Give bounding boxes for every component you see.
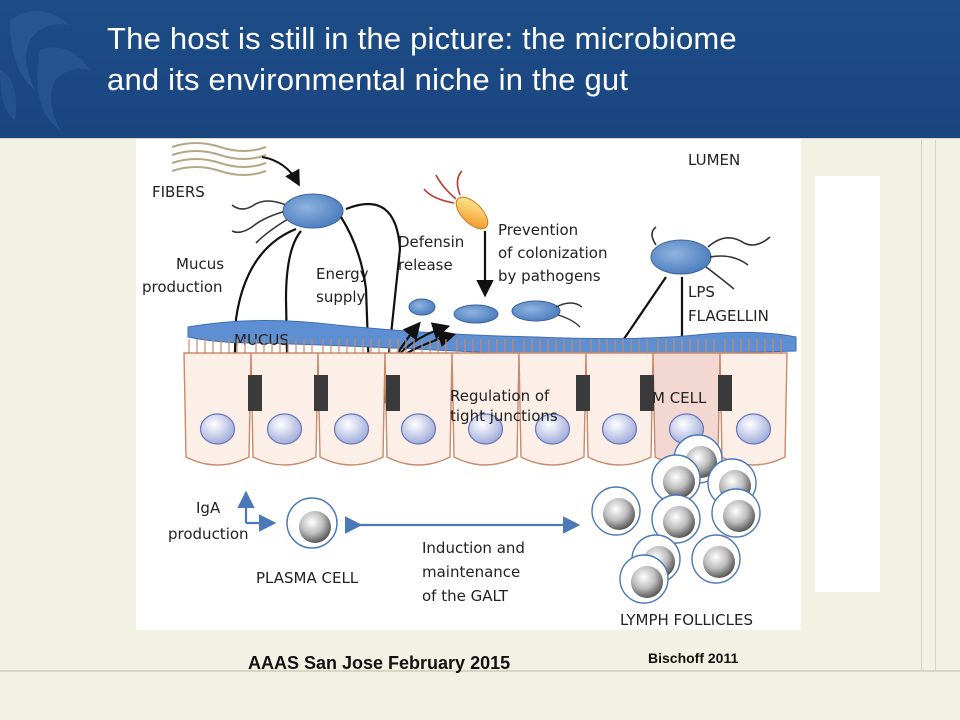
epithelial-cell [183, 352, 252, 466]
header-bar: The host is still in the picture: the mi… [0, 0, 960, 138]
lymph-follicles-icon [591, 434, 761, 604]
label-energy-1: Energy [316, 265, 369, 283]
lymph-follicle [651, 494, 701, 544]
logo-watermark-icon [0, 11, 90, 130]
tight-junction [314, 375, 328, 411]
epithelial-cell [384, 352, 453, 466]
citation-caption: Bischoff 2011 [648, 650, 739, 666]
label-induction-2: maintenance [422, 563, 520, 581]
label-induction-3: of the GALT [422, 587, 509, 605]
lymph-follicle [691, 534, 741, 584]
small-bacterium-icon [511, 300, 583, 328]
epithelial-cell [518, 352, 587, 466]
label-fibers: FIBERS [152, 183, 205, 201]
tight-junction [576, 375, 590, 411]
epithelial-cell [250, 352, 319, 466]
plasma-cell-icon [286, 497, 338, 549]
nucleus [199, 413, 236, 445]
label-induction-1: Induction and [422, 539, 525, 557]
header-divider [0, 138, 960, 139]
label-prevention-1: Prevention [498, 221, 578, 239]
title-line-2: and its environmental niche in the gut [107, 62, 629, 97]
nucleus [400, 413, 437, 445]
label-mucus: MUCUS [234, 331, 289, 349]
lymph-follicle [711, 488, 761, 538]
tight-junction [718, 375, 732, 411]
tight-junction [248, 375, 262, 411]
pathogen-icon [423, 170, 489, 230]
label-energy-2: supply [316, 288, 366, 306]
label-lps: LPS [688, 283, 715, 301]
nucleus [333, 413, 370, 445]
label-tight-1: Regulation of [450, 387, 550, 405]
commensal-bacterium-icon [231, 193, 344, 244]
nucleus [266, 413, 303, 445]
lymph-follicle [591, 486, 641, 536]
lps-bacterium-icon [650, 226, 771, 290]
label-lumen: LUMEN [688, 151, 740, 169]
footer-divider [0, 670, 960, 672]
label-flagellin: FLAGELLIN [688, 307, 769, 325]
label-lymph-follicles: LYMPH FOLLICLES [620, 611, 753, 629]
nucleus [735, 413, 772, 445]
nucleus [534, 413, 571, 445]
iga-arrow-icon [237, 490, 277, 532]
page-title: The host is still in the picture: the mi… [107, 18, 927, 100]
epithelial-cell [451, 352, 520, 466]
mucus-layer [187, 319, 797, 356]
tight-junction [640, 375, 654, 411]
epithelial-layer [183, 339, 788, 466]
fibers-icon [171, 142, 267, 176]
label-defensin-2: release [398, 256, 453, 274]
title-line-1: The host is still in the picture: the mi… [107, 21, 737, 56]
label-m-cell: M CELL [652, 389, 707, 407]
label-prevention-3: by pathogens [498, 267, 601, 285]
label-tight-2: tight junctions [450, 407, 558, 425]
nucleus [467, 413, 504, 445]
lymph-follicle [619, 554, 669, 604]
epithelial-cell [317, 352, 386, 466]
label-defensin-1: Defensin [398, 233, 464, 251]
label-iga-1: IgA [196, 499, 221, 517]
label-mucus-production-2: production [142, 278, 223, 296]
conference-caption: AAAS San Jose February 2015 [248, 653, 511, 673]
epithelial-cell [585, 352, 654, 466]
epithelial-cell [719, 352, 788, 466]
side-panel [815, 176, 880, 592]
tight-junction [386, 375, 400, 411]
frame-line-right [921, 140, 922, 670]
diagram-canvas: FIBERS Mucus production Energy supply [142, 142, 797, 629]
label-prevention-2: of colonization [498, 244, 607, 262]
label-plasma-cell: PLASMA CELL [256, 569, 359, 587]
label-iga-2: production [168, 525, 249, 543]
nucleus [601, 413, 638, 445]
gut-microbiome-diagram: FIBERS Mucus production Energy supply [136, 139, 801, 630]
label-mucus-production-1: Mucus [176, 255, 224, 273]
frame-line-right-outer [935, 140, 936, 670]
